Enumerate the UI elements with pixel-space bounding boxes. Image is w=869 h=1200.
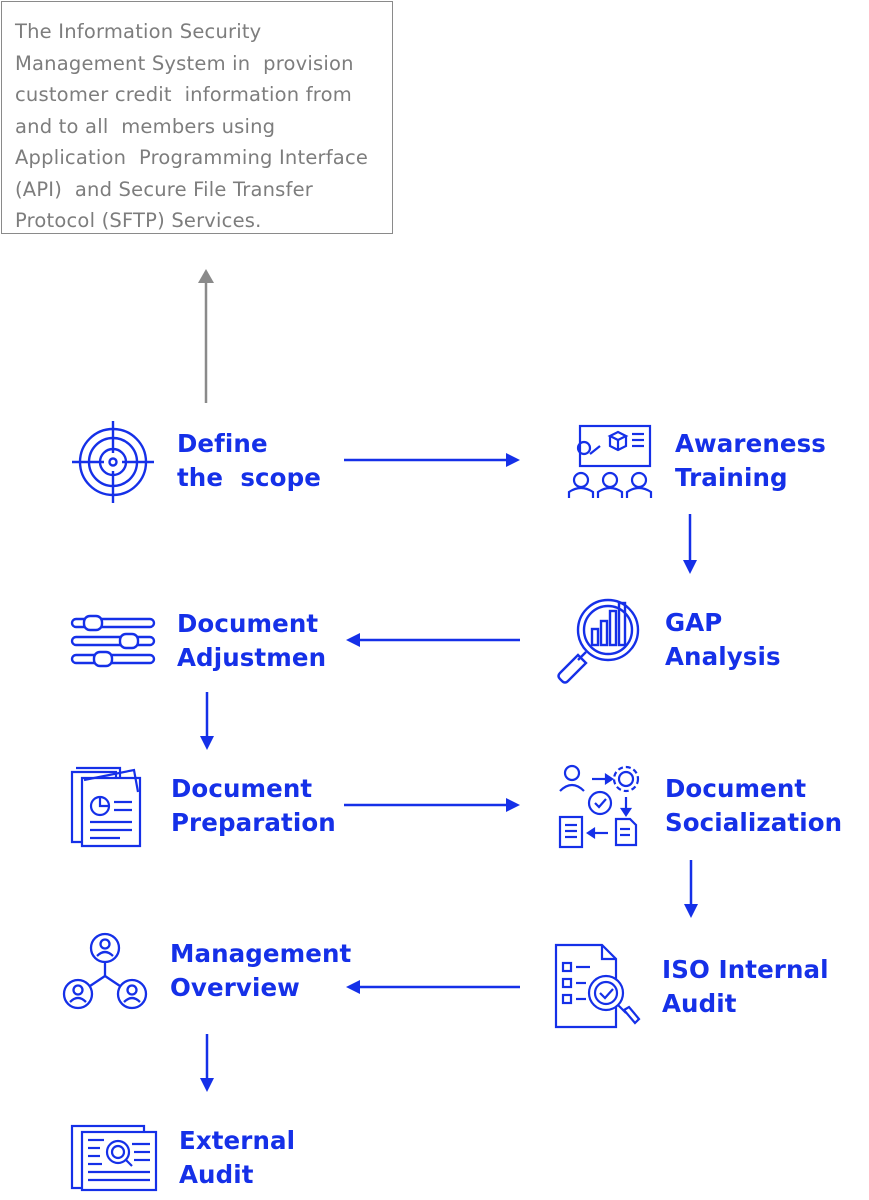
document-stack-icon [70,764,144,848]
step-label-line: Define [177,429,268,458]
step-label-line: ISO Internal [662,955,829,984]
step-label-line: Document [177,609,319,638]
sliders-adjustment-icon [70,614,156,668]
flow-arrow-left [344,630,524,650]
scope-description-line: Application Programming Interface [15,146,369,169]
flow-arrow-left [344,977,524,997]
step-document-preparation: Document Preparation [171,772,336,840]
flow-arrow-down [680,514,700,578]
step-label-line: Training [675,463,788,492]
step-document-adjustment: Document Adjustmen [177,607,326,675]
step-label-line: Audit [662,989,737,1018]
step-awareness-training: Awareness Training [675,427,826,495]
scope-description-box: The Information Security Management Syst… [1,1,393,234]
step-label-line: Management [170,939,352,968]
step-label-line: Overview [170,973,300,1002]
flow-arrow-right [344,795,524,815]
flow-arrow-down [197,692,217,756]
step-define-scope: Define the scope [177,427,321,495]
step-label-line: Analysis [665,642,781,671]
step-document-socialization: Document Socialization [665,772,842,840]
step-label-line: Document [665,774,807,803]
scope-description-line: Management System in provision [15,51,354,75]
flow-arrow-down [197,1034,217,1098]
step-label-line: the scope [177,463,321,492]
scope-up-arrow [196,267,216,407]
scope-description-line: The Information Security [15,20,262,43]
scope-description-line: (API) and Secure File Transfer [15,177,314,201]
target-crosshair-icon [70,419,156,505]
step-external-audit: External Audit [179,1124,295,1192]
document-search-icon [70,1124,158,1192]
step-label-line: Adjustmen [177,643,327,672]
step-label-line: Socialization [665,808,843,837]
workflow-share-icon [556,763,644,849]
step-management-overview: Management Overview [170,937,351,1005]
step-iso-internal-audit: ISO Internal Audit [662,953,829,1021]
scope-description-line: Protocol (SFTP) Services. [15,209,262,232]
step-label-line: Document [171,774,313,803]
classroom-presentation-icon [566,424,654,498]
flow-arrow-down [681,860,701,924]
step-label-line: Awareness [675,429,826,458]
flow-arrow-right [344,450,524,470]
scope-description-line: and to all members using [15,114,276,138]
step-label-line: GAP [665,608,723,637]
scope-description-line: customer credit information from [15,83,352,106]
checklist-audit-icon [554,943,641,1029]
step-gap-analysis: GAP Analysis [665,606,781,674]
step-label-line: External [179,1126,296,1155]
magnifier-bar-chart-icon [556,597,646,685]
step-label-line: Preparation [171,808,336,837]
step-label-line: Audit [179,1160,254,1189]
team-hierarchy-icon [60,932,150,1012]
